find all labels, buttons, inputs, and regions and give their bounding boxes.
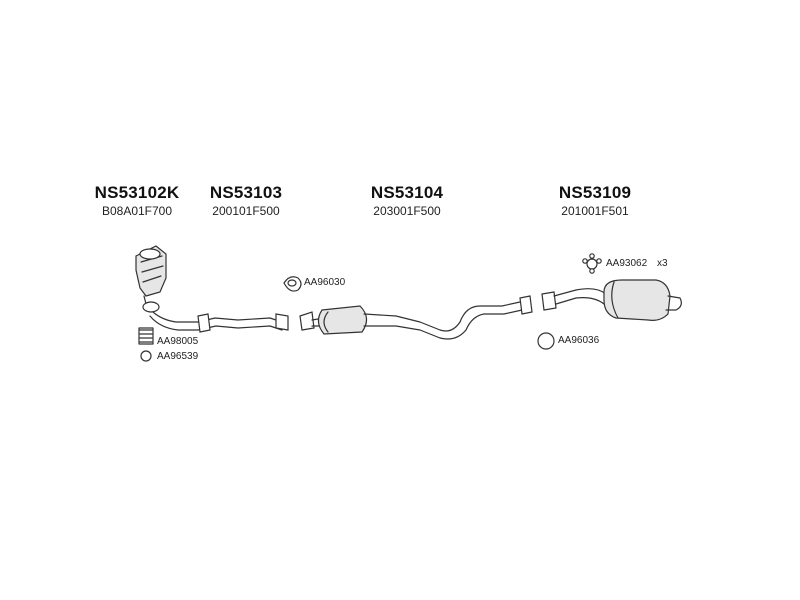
gasket-drawing xyxy=(283,276,302,292)
accessory-label-aa98005: AA98005 xyxy=(157,336,198,347)
catalytic-converter-drawing xyxy=(135,245,167,305)
part-header-ns53109: NS53109 201001F501 xyxy=(520,183,670,218)
accessory-label-aa96030: AA96030 xyxy=(304,277,345,288)
clamp-icon xyxy=(582,253,602,274)
part-reference: 200101F500 xyxy=(212,204,280,218)
part-header-ns53103: NS53103 200101F500 xyxy=(171,183,321,218)
part-reference: 203001F500 xyxy=(373,204,441,218)
part-number: NS53103 xyxy=(209,183,283,202)
accessory-code: AA96030 xyxy=(304,277,346,288)
accessory-code: AA93062 xyxy=(606,258,648,269)
centre-silencer-drawing xyxy=(299,295,533,340)
accessory-label-aa93062: AA93062 x3 xyxy=(606,258,668,269)
part-reference: 201001F501 xyxy=(561,204,629,218)
accessory-quantity: x3 xyxy=(656,258,668,269)
part-header-ns53104: NS53104 203001F500 xyxy=(332,183,482,218)
part-reference: B08A01F700 xyxy=(101,204,173,218)
part-number: NS53102K xyxy=(94,183,180,202)
accessory-code: AA96539 xyxy=(157,351,199,362)
accessory-label-aa96036: AA96036 xyxy=(558,335,599,346)
ring-icon xyxy=(537,332,555,350)
front-pipe-drawing xyxy=(142,301,289,333)
part-number: NS53104 xyxy=(370,183,444,202)
spring-icon xyxy=(138,327,154,345)
accessory-code: AA98005 xyxy=(157,336,199,347)
accessory-code: AA96036 xyxy=(558,335,600,346)
rear-silencer-drawing xyxy=(541,279,682,321)
part-number: NS53109 xyxy=(558,183,632,202)
accessory-label-aa96539: AA96539 xyxy=(157,351,198,362)
ring-icon xyxy=(140,350,152,362)
part-header-ns53102k: NS53102K B08A01F700 xyxy=(62,183,212,218)
